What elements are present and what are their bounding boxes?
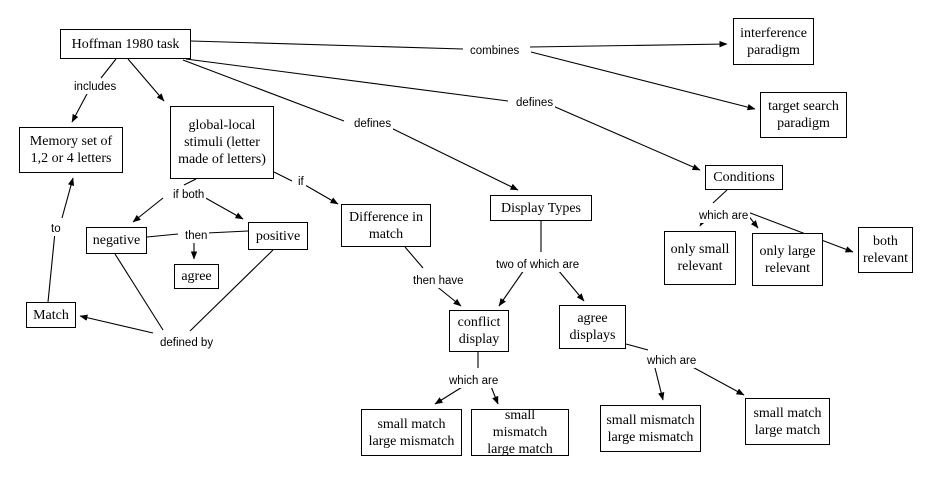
link-label-whichare-c[interactable]: which are [447, 375, 501, 388]
edge-hoffman-globallocal [127, 58, 165, 102]
edge-negative-then [146, 233, 179, 238]
node-bothrelevant[interactable]: both relevant [858, 227, 913, 273]
node-smisLgM[interactable]: small mismatch large match [471, 408, 569, 457]
node-agree[interactable]: agree [174, 264, 219, 289]
edge-hoffman-combines [190, 40, 464, 50]
link-label-whichare-cond[interactable]: which are [697, 210, 751, 223]
edge-memoryset-to [61, 177, 75, 219]
node-smLgMis[interactable]: small match large mismatch [361, 409, 462, 456]
link-label-twoofwhich[interactable]: two of which are [494, 259, 582, 272]
node-positive[interactable]: positive [248, 222, 308, 250]
edge-hoffman-defines-cond [185, 58, 509, 102]
node-negative[interactable]: negative [86, 227, 147, 254]
edge-includes-memoryset [71, 91, 89, 123]
link-label-defines-ds[interactable]: defines [352, 118, 394, 131]
node-onlysmall[interactable]: only small relevant [664, 231, 736, 285]
node-onlylarge[interactable]: only large relevant [752, 233, 823, 286]
node-smisLgMis[interactable]: small mismatch large mismatch [600, 405, 701, 452]
edge-globallocal-ifboth [183, 178, 197, 186]
node-conditions[interactable]: Conditions [705, 165, 783, 190]
node-agreedisp[interactable]: agree displays [559, 305, 626, 349]
node-targetsearch[interactable]: target search paradigm [760, 92, 847, 138]
link-label-defines-cond[interactable]: defines [514, 97, 556, 110]
edge-combines-targetsearch [530, 51, 756, 111]
edge-negative-definedby [114, 253, 164, 331]
edge-whichare-smisLgMis [653, 363, 665, 401]
link-label-thenhave[interactable]: then have [411, 275, 466, 288]
link-label-ifboth[interactable]: if both [171, 189, 207, 202]
link-label-then[interactable]: then [183, 230, 210, 243]
node-difference[interactable]: Difference in match [341, 204, 431, 247]
edge-positive-definedby [189, 249, 274, 332]
edge-definedby-match [79, 314, 154, 334]
node-displaytypes[interactable]: Display Types [490, 195, 592, 221]
edge-ifboth-negative [132, 197, 164, 223]
edge-globallocal-if [273, 171, 293, 182]
edge-hoffman-includes [100, 58, 117, 79]
node-interference[interactable]: interference paradigm [733, 18, 814, 65]
link-label-combines[interactable]: combines [468, 45, 522, 58]
node-conflictdisp[interactable]: conflict display [449, 310, 509, 352]
edge-combines-interference [529, 40, 728, 48]
link-label-whichare-a[interactable]: which are [645, 355, 699, 368]
node-smLgM[interactable]: small match large match [745, 398, 830, 445]
node-memoryset[interactable]: Memory set of 1,2 or 4 letters [19, 127, 123, 173]
link-label-if[interactable]: if [296, 176, 306, 189]
edge-whichare-smLgM [686, 363, 745, 396]
edge-ifboth-positive [201, 195, 244, 220]
edge-agreedisp-whichare [625, 343, 649, 351]
edge-if-difference [304, 184, 339, 205]
edge-then-positive [206, 230, 249, 234]
edge-conditions-whichare [712, 189, 728, 204]
edge-defines-conditions [552, 105, 701, 171]
node-hoffman[interactable]: Hoffman 1980 task [60, 29, 191, 59]
edge-two-conflict [498, 269, 525, 307]
edge-defines-displaytypes [386, 125, 519, 191]
link-label-includes[interactable]: includes [72, 81, 119, 94]
node-globallocal[interactable]: global-local stimuli (letter made of let… [170, 106, 274, 179]
edge-two-agreedisp [557, 269, 585, 302]
link-label-to[interactable]: to [49, 223, 63, 236]
edge-whichare-bothrelevant [744, 210, 854, 253]
link-label-definedby[interactable]: defined by [158, 337, 216, 350]
edge-hoffman-defines-ds [182, 59, 345, 122]
edge-to-match [47, 231, 56, 303]
node-match[interactable]: Match [26, 302, 76, 328]
edge-thenhave-conflict [434, 284, 462, 307]
edge-difference-thenhave [404, 246, 424, 269]
